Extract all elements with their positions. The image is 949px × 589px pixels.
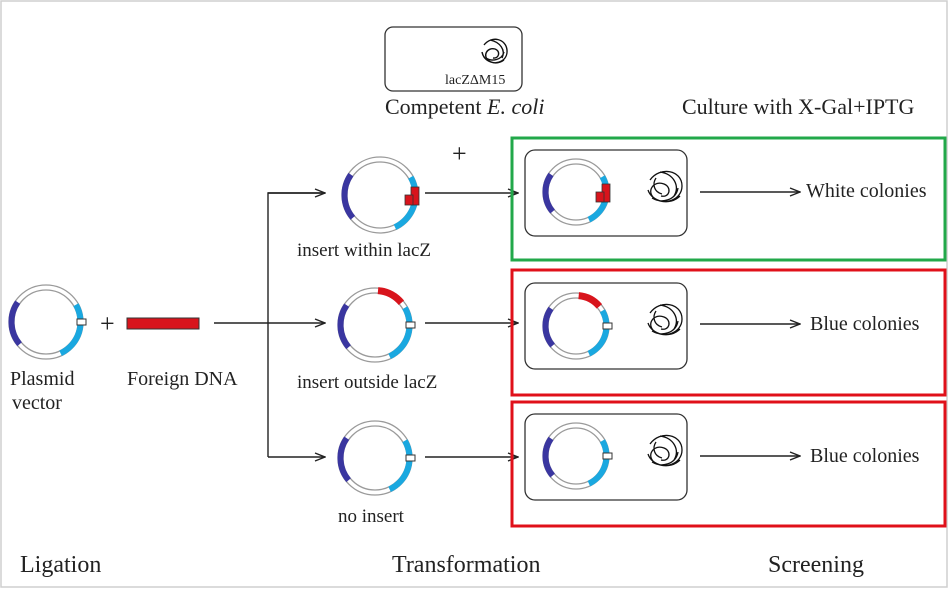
competent-cell-box xyxy=(384,26,523,92)
plasmid-insert-outside xyxy=(337,287,416,363)
plasmid-segment-lacz xyxy=(388,306,413,360)
cloning-site xyxy=(405,321,416,329)
step-transformation: Transformation xyxy=(392,552,540,578)
cloning-site xyxy=(602,452,613,460)
foreign-dna-label: Foreign DNA xyxy=(127,368,238,390)
transformation-arrows xyxy=(425,193,518,457)
outcome-label-3: no insert xyxy=(338,506,405,527)
plasmid-segment-dark-blue xyxy=(542,172,556,214)
cell-chromosome-icons xyxy=(647,170,683,467)
cloning-site xyxy=(76,318,87,326)
cell-plasmid-none xyxy=(542,422,613,490)
plus-sign-top: + xyxy=(452,139,467,168)
plasmid-segment-lacz xyxy=(388,439,413,493)
outcome-label-2: insert outside lacZ xyxy=(297,372,437,393)
plasmid-group xyxy=(8,156,613,496)
plasmid-segment-dark-blue xyxy=(8,300,22,347)
cloning-site xyxy=(405,454,416,462)
plasmid-segment-dark-blue xyxy=(542,436,556,478)
plasmid-segment-dark-blue xyxy=(337,436,351,483)
ligation-connectors xyxy=(214,193,325,457)
result-label-3: Blue colonies xyxy=(810,445,920,467)
step-screening: Screening xyxy=(768,552,864,578)
step-ligation: Ligation xyxy=(20,552,101,578)
outcome-label-1: insert within lacZ xyxy=(297,240,431,261)
plus-sign-left: + xyxy=(100,309,115,338)
plasmid-insert-within xyxy=(341,156,420,234)
plasmid-segment-dark-blue xyxy=(341,172,356,220)
insert-outside-lacz xyxy=(578,292,603,309)
competent-label: Competent E. coli xyxy=(385,94,544,119)
result-box-white xyxy=(510,136,947,262)
cloning-site xyxy=(602,322,613,330)
plasmid-segment-lacz xyxy=(393,175,419,230)
plasmid-segment-lacz xyxy=(59,303,84,357)
result-box-blue-2 xyxy=(510,400,947,528)
cell-plasmid-within xyxy=(542,158,611,226)
plasmid-segment-lacz xyxy=(587,309,610,357)
insert-within-lacz-part xyxy=(595,191,605,203)
plasmid-no-insert xyxy=(337,420,416,496)
result-label-2: Blue colonies xyxy=(810,313,920,335)
culture-label: Culture with X-Gal+IPTG xyxy=(682,94,914,119)
lacz-delta-label: lacZΔM15 xyxy=(445,73,505,88)
result-box-blue-1 xyxy=(510,268,947,397)
screening-arrows xyxy=(700,192,800,456)
insert-within-lacz-part xyxy=(404,194,414,206)
chromosome-icon xyxy=(481,38,508,64)
plasmid-label-line1: Plasmid xyxy=(10,368,74,390)
plasmid-segment-dark-blue xyxy=(337,303,351,350)
plasmid-segment-dark-blue xyxy=(542,306,556,348)
insert-outside-lacz xyxy=(377,287,405,306)
plasmid-vector xyxy=(8,284,87,360)
plasmid-segment-lacz xyxy=(587,439,610,487)
foreign-dna-fragment xyxy=(126,317,200,330)
result-label-1: White colonies xyxy=(806,180,927,202)
cell-plasmid-outside xyxy=(542,292,613,360)
plasmid-label-line2: vector xyxy=(12,392,62,414)
